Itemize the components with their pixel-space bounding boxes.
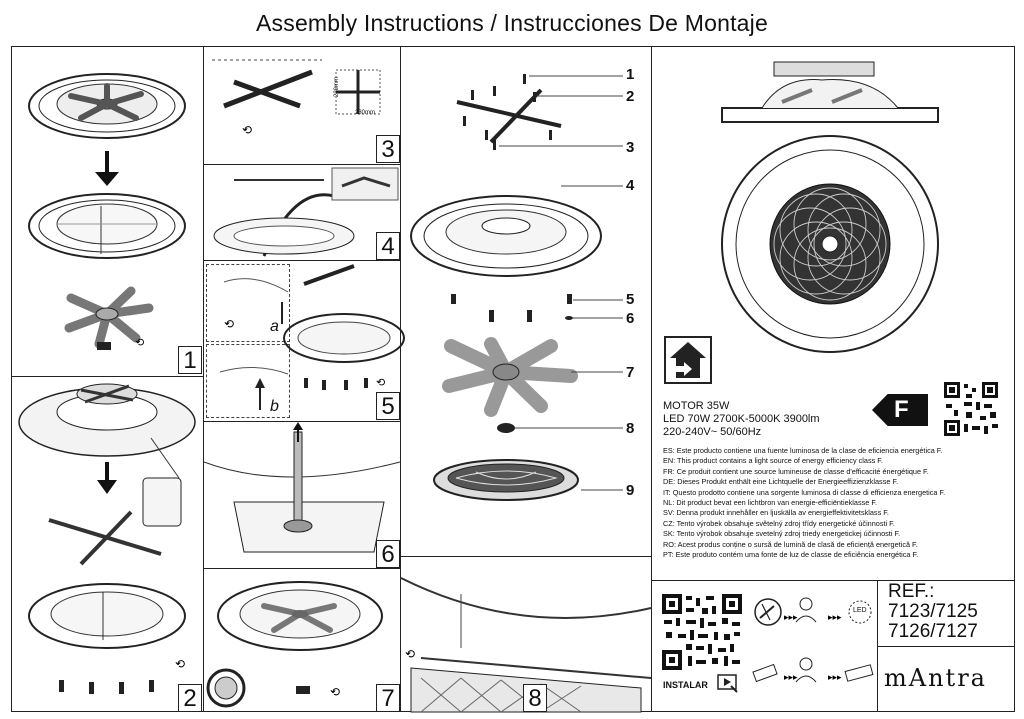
step3-illustration: ⟲ (212, 59, 381, 137)
electrician-icon (795, 657, 817, 683)
disclaimer-sv: SV: Denna produkt innehåller en ljuskäll… (663, 508, 889, 518)
svg-text:⟲: ⟲ (242, 123, 252, 137)
divider (203, 568, 400, 569)
led-icon-label: LED (853, 607, 867, 614)
substep-b-label: b (270, 398, 279, 415)
spec-voltage: 220-240V~ 50/60Hz (663, 426, 762, 438)
step4-illustration (213, 167, 399, 257)
svg-text:⟲: ⟲ (405, 647, 415, 661)
disclaimer-fr: FR: Ce produit contient une source lumin… (663, 466, 929, 476)
led-icon (848, 600, 872, 624)
callout-5: 5 (626, 291, 635, 308)
step-3-label: 3 (376, 135, 400, 163)
energy-label-qr-code (944, 382, 998, 436)
installer-icon (795, 597, 817, 623)
step-5-label: 5 (376, 392, 400, 420)
divider (877, 646, 1015, 647)
svg-text:⟲: ⟲ (224, 317, 234, 331)
divider (651, 46, 652, 712)
ref-label: REF.: (888, 581, 935, 602)
exploded-parts-illustration (410, 74, 623, 501)
disclaimer-es: ES: Este producto contiene una fuente lu… (663, 446, 943, 455)
callout-9: 9 (626, 482, 635, 499)
dimension-width: 230mm (355, 110, 376, 116)
disclaimer-nl: NL: Dit product bevat een lichtbron van … (663, 498, 878, 508)
divider (203, 46, 204, 712)
dimension-height: 230mm (334, 76, 341, 98)
divider (400, 46, 401, 712)
brand-logo: mAntra (884, 664, 987, 692)
divider (203, 421, 400, 422)
indoor-installation-icon (664, 336, 712, 384)
ref-code-2: 7126/7127 (888, 621, 978, 642)
svg-text:▸▸▸: ▸▸▸ (828, 672, 842, 682)
step6-illustration (203, 422, 401, 553)
step5a-box (206, 264, 290, 342)
arrow-icon: ▸▸▸ (784, 612, 798, 622)
disclaimer-sk: SK: Tento výrobok obsahuje svetelný zdro… (663, 529, 901, 539)
callout-3: 3 (626, 139, 635, 156)
callout-8: 8 (626, 420, 635, 437)
ref-code-1: 7123/7125 (888, 601, 978, 622)
divider (11, 376, 203, 377)
connector-icon (752, 663, 778, 683)
callout-7: 7 (626, 364, 635, 381)
svg-text:⟲: ⟲ (135, 337, 144, 349)
step5b-box (206, 344, 290, 418)
install-pictograms-row1: ▸▸▸ ▸▸▸ (754, 597, 872, 626)
callout-1: 1 (626, 66, 635, 83)
spec-led: LED 70W 2700K-5000K 3900lm (663, 413, 820, 425)
disclaimer-en: EN: This product contains a light source… (663, 456, 883, 466)
step-7-label: 7 (376, 684, 400, 712)
step-2-label: 2 (178, 684, 202, 712)
driver-icon (844, 664, 874, 682)
energy-class-letter: F (894, 396, 909, 423)
product-views-illustration (721, 61, 939, 353)
step2-illustration: ⟲ (18, 383, 196, 694)
no-tools-icon (754, 598, 782, 626)
callout-6: 6 (626, 310, 635, 327)
divider (651, 580, 1015, 581)
svg-text:⟲: ⟲ (376, 377, 385, 389)
svg-text:⟲: ⟲ (330, 685, 340, 699)
disclaimer-pt: PT: Este produto contém uma fonte de luz… (663, 550, 919, 560)
install-label: INSTALAR (663, 680, 708, 690)
energy-disclaimers: ES: Este producto contiene una fuente lu… (663, 446, 993, 560)
disclaimer-it: IT: Questo prodotto contiene una sorgent… (663, 487, 946, 497)
substep-a-label: a (270, 318, 279, 335)
svg-text:▸▸▸: ▸▸▸ (784, 672, 798, 682)
page-title: Assembly Instructions / Instrucciones De… (256, 10, 768, 36)
install-video-qr-code (662, 594, 742, 670)
step1-illustration: ⟲ (28, 73, 186, 350)
install-pictograms-row2: ▸▸▸ ▸▸▸ (752, 657, 874, 683)
spec-motor: MOTOR 35W (663, 400, 730, 412)
step-4-label: 4 (376, 232, 400, 260)
svg-text:▸▸▸: ▸▸▸ (828, 612, 842, 622)
disclaimer-ro: RO: Acest produs conține o sursă de lumi… (663, 539, 918, 549)
step7-illustration: ⟲ (206, 581, 383, 708)
callout-2: 2 (626, 88, 635, 105)
disclaimer-de: DE: Dieses Produkt enthält eine Lichtque… (663, 477, 899, 487)
divider (203, 260, 400, 261)
step-1-label: 1 (178, 346, 202, 374)
step5-illustration: ⟲ ⟲ (219, 264, 405, 410)
divider (203, 164, 400, 165)
step-8-label: 8 (523, 684, 547, 712)
disclaimer-cz: CZ: Tento výrobek obsahuje světelný zdro… (663, 518, 895, 528)
divider (400, 556, 651, 557)
callout-4: 4 (626, 177, 635, 194)
video-play-icon (717, 674, 738, 693)
step-6-label: 6 (376, 540, 400, 568)
svg-text:⟲: ⟲ (175, 657, 185, 671)
